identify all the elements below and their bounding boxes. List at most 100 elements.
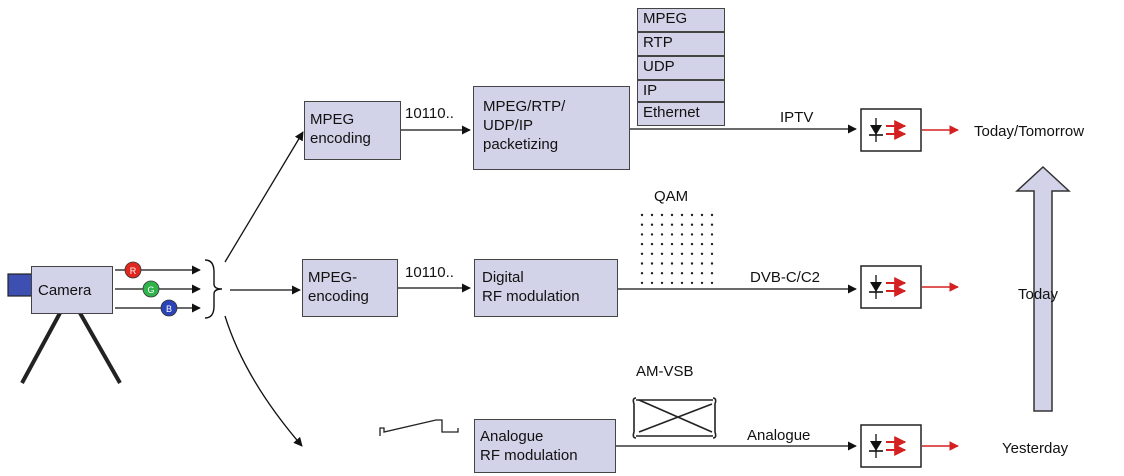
qam-point — [650, 223, 654, 226]
receiver-analogue — [860, 424, 959, 468]
qam-point — [680, 252, 684, 255]
qam-point — [660, 242, 664, 246]
protocol-stack-layer: UDP — [637, 56, 725, 80]
qam-point — [710, 262, 714, 265]
era-label-today: Today — [1018, 286, 1059, 303]
analogue-modulator-box: Analogue RF modulation — [474, 419, 616, 473]
camera-body: Camera — [31, 266, 113, 314]
qam-point — [640, 272, 644, 275]
am-vsb-label: AM-VSB — [636, 363, 694, 380]
qam-point — [690, 223, 694, 226]
qam-point — [700, 213, 704, 217]
qam-point — [680, 262, 684, 265]
digital-encoder-label: MPEG- encoding — [308, 269, 369, 305]
qam-point — [650, 281, 654, 285]
qam-point — [710, 213, 714, 217]
era-label-yesterday: Yesterday — [1002, 440, 1069, 457]
timeline-arrow — [1015, 165, 1071, 412]
qam-point — [690, 272, 694, 275]
qam-point — [650, 262, 654, 265]
iptv-packetizer-box: MPEG/RTP/ UDP/IP packetizing — [473, 86, 630, 170]
receiver-iptv — [860, 108, 959, 152]
qam-point — [680, 272, 684, 275]
qam-point — [700, 272, 704, 275]
qam-point — [680, 242, 684, 246]
qam-point — [710, 272, 714, 275]
qam-point — [670, 233, 674, 236]
protocol-stack-layer: Ethernet — [637, 102, 725, 126]
qam-point — [640, 223, 644, 226]
qam-point — [650, 252, 654, 255]
receiver-digital — [860, 265, 959, 309]
digital-bits-label: 10110.. — [405, 264, 454, 281]
qam-point — [640, 233, 644, 236]
qam-constellation — [640, 213, 714, 285]
channel-dot-blue: B — [160, 299, 178, 317]
qam-point — [690, 252, 694, 255]
qam-point — [680, 213, 684, 217]
qam-point — [710, 281, 714, 285]
channel-dot-green: G — [142, 280, 160, 298]
qam-point — [690, 233, 694, 236]
qam-point — [640, 262, 644, 265]
analogue-waveform-icon — [379, 419, 459, 436]
qam-point — [640, 242, 644, 246]
qam-point — [690, 281, 694, 285]
dvb-link-label: DVB-C/C2 — [750, 269, 821, 286]
qam-point — [710, 242, 714, 246]
qam-point — [690, 242, 694, 246]
channel-dot-red: R — [124, 261, 142, 279]
iptv-packetizer-label: MPEG/RTP/ UDP/IP packetizing — [483, 98, 566, 153]
qam-point — [660, 281, 664, 285]
qam-point — [660, 233, 664, 236]
arrow-to-analogue-modulator — [224, 315, 303, 447]
qam-point — [670, 281, 674, 285]
qam-point — [670, 223, 674, 226]
qam-point — [650, 233, 654, 236]
qam-point — [670, 242, 674, 246]
era-label-today-tomorrow: Today/Tomorrow — [974, 123, 1085, 140]
qam-point — [690, 213, 694, 217]
qam-point — [650, 213, 654, 217]
camera-icon — [7, 273, 122, 384]
iptv-encoder-label: MPEG encoding — [310, 111, 371, 147]
qam-point — [700, 242, 704, 246]
qam-point — [640, 252, 644, 255]
qam-point — [680, 233, 684, 236]
qam-point — [670, 272, 674, 275]
brace — [204, 259, 223, 319]
digital-modulator-label: Digital RF modulation — [482, 269, 580, 305]
qam-point — [700, 281, 704, 285]
qam-point — [670, 262, 674, 265]
qam-point — [710, 252, 714, 255]
qam-point — [650, 272, 654, 275]
qam-point — [680, 223, 684, 226]
qam-point — [670, 213, 674, 217]
channel-label-blue: B — [166, 304, 172, 314]
qam-point — [680, 281, 684, 285]
digital-encoder-box: MPEG- encoding — [302, 259, 398, 317]
analogue-modulator-label: Analogue RF modulation — [480, 428, 578, 464]
qam-point — [710, 223, 714, 226]
qam-point — [640, 281, 644, 285]
analogue-link-label: Analogue — [747, 427, 811, 444]
digital-modulator-box: Digital RF modulation — [474, 259, 618, 317]
iptv-bits-label: 10110.. — [405, 105, 454, 122]
qam-point — [700, 252, 704, 255]
iptv-encoder-box: MPEG encoding — [304, 101, 401, 160]
channel-label-green: G — [147, 285, 154, 295]
arrow-to-iptv-encoder — [224, 131, 304, 263]
qam-point — [690, 262, 694, 265]
qam-point — [660, 262, 664, 265]
qam-point — [700, 233, 704, 236]
protocol-stack-layer: IP — [637, 80, 725, 102]
iptv-link-label: IPTV — [780, 109, 814, 126]
protocol-stack-layer: MPEG — [637, 8, 725, 32]
protocol-stack-layer: RTP — [637, 32, 725, 56]
qam-point — [660, 272, 664, 275]
camera-label: Camera — [38, 282, 92, 299]
qam-point — [660, 223, 664, 226]
qam-point — [700, 223, 704, 226]
